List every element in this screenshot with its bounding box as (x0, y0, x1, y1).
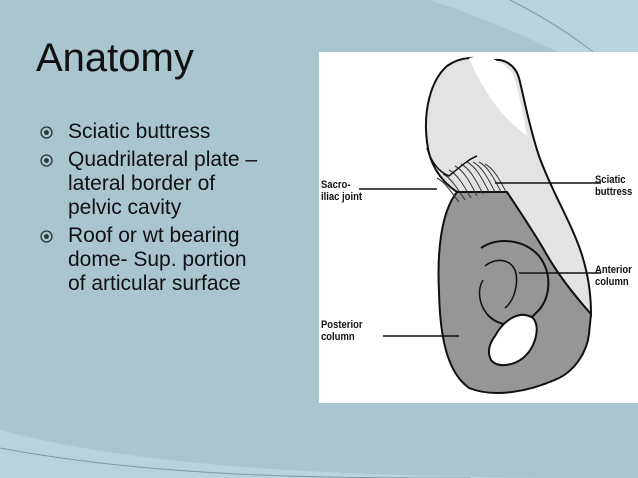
bullet-line: Roof or wt bearing (68, 224, 240, 247)
bullet-item: Sciatic buttress (40, 120, 310, 144)
label-line: column (595, 276, 629, 288)
bullet-line: Quadrilateral plate – (68, 148, 258, 171)
bullet-line: lateral border of (68, 172, 216, 195)
bullet-line: pelvic cavity (68, 196, 182, 219)
bullet-item: Roof or wt bearing dome- Sup. portion of… (40, 224, 310, 296)
label-line: iliac joint (321, 191, 363, 203)
circled-dot-icon (40, 230, 53, 243)
label-line: Posterior (321, 319, 363, 331)
label-sacro-iliac-joint: Sacro- iliac joint (321, 179, 362, 203)
circled-dot-icon (40, 126, 53, 139)
hip-bone-figure: Sacro- iliac joint Sciatic buttress Ante… (319, 52, 638, 403)
hemipelvis-drawing (359, 56, 601, 394)
bullet-list: Sciatic buttress Quadrilateral plate – l… (40, 120, 310, 300)
label-line: Anterior (595, 264, 632, 276)
slide-title: Anatomy (36, 36, 194, 80)
ilium-anterior-region (425, 56, 593, 317)
obturator-foramen (487, 313, 538, 366)
label-line: Sciatic (595, 174, 626, 186)
bullet-line: of articular surface (68, 272, 241, 295)
circled-dot-icon (40, 154, 53, 167)
bullet-line: Sciatic buttress (68, 120, 211, 143)
label-anterior-column: Anterior column (595, 264, 632, 288)
label-sciatic-buttress: Sciatic buttress (595, 174, 632, 198)
label-line: buttress (595, 186, 633, 198)
bullet-line: dome- Sup. portion (68, 248, 247, 271)
label-posterior-column: Posterior column (321, 319, 363, 343)
label-line: column (321, 331, 355, 343)
bullet-item: Quadrilateral plate – lateral border of … (40, 148, 310, 220)
label-line: Sacro- (321, 179, 351, 191)
